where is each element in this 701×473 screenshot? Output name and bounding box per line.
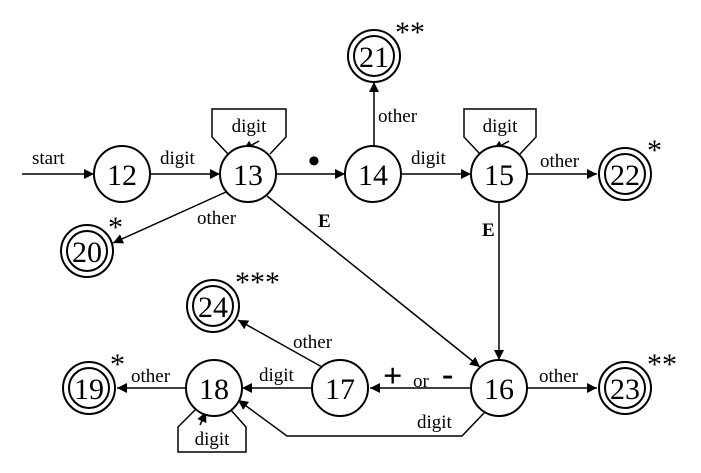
edge-17-24 bbox=[237, 319, 323, 368]
self-loop-18 bbox=[177, 408, 247, 453]
state-label: 19 bbox=[74, 373, 104, 406]
edge-labels: start digit digit • other E other digit … bbox=[32, 106, 580, 450]
retract-mark: *** bbox=[235, 266, 280, 299]
retract-mark: * bbox=[108, 211, 123, 244]
edge-label-12-13: digit bbox=[160, 148, 196, 169]
retract-mark: * bbox=[110, 348, 125, 381]
state-16: 16 bbox=[470, 359, 528, 417]
edge-label-14-15: digit bbox=[411, 148, 447, 169]
start-label: start bbox=[32, 148, 65, 169]
retract-mark: * bbox=[647, 134, 662, 167]
state-18: 18 bbox=[185, 359, 243, 417]
edge-label-16-17-minus: - bbox=[442, 356, 453, 393]
state-19: 19 * bbox=[62, 348, 125, 415]
edge-label-17-18: digit bbox=[259, 365, 295, 386]
retract-mark: ** bbox=[647, 348, 677, 381]
state-20: 20 * bbox=[60, 211, 123, 278]
edges bbox=[22, 82, 597, 453]
edge-13-16 bbox=[266, 195, 481, 368]
state-label: 22 bbox=[610, 159, 640, 192]
edge-label-16-17-or: or bbox=[413, 371, 430, 392]
loop-label-13: digit bbox=[232, 116, 268, 137]
edge-label-15-22: other bbox=[540, 151, 580, 172]
self-loop-15 bbox=[463, 108, 537, 155]
state-17: 17 bbox=[311, 359, 369, 417]
state-label: 15 bbox=[484, 159, 514, 192]
state-label: 21 bbox=[359, 41, 389, 74]
loop-label-18: digit bbox=[195, 429, 231, 450]
edge-label-16-18: digit bbox=[417, 412, 453, 433]
edge-label-14-21: other bbox=[378, 106, 418, 127]
self-loop-13 bbox=[211, 108, 287, 155]
state-22: 22 * bbox=[598, 134, 662, 201]
edge-label-15-16: E bbox=[482, 220, 495, 241]
states: 12 13 14 15 16 17 18 19 * bbox=[60, 16, 677, 417]
state-label: 24 bbox=[198, 291, 228, 324]
retract-mark: ** bbox=[395, 16, 425, 49]
edge-16-18 bbox=[237, 399, 485, 437]
state-label: 13 bbox=[233, 159, 263, 192]
state-12: 12 bbox=[93, 145, 151, 203]
state-23: 23 ** bbox=[598, 348, 677, 415]
state-label: 14 bbox=[358, 159, 388, 192]
state-label: 12 bbox=[107, 159, 137, 192]
edge-label-17-24: other bbox=[293, 332, 333, 353]
state-label: 17 bbox=[325, 373, 355, 406]
edge-13-20 bbox=[112, 191, 227, 244]
state-label: 23 bbox=[610, 373, 640, 406]
state-label: 18 bbox=[199, 373, 229, 406]
state-13: 13 bbox=[219, 145, 277, 203]
state-label: 20 bbox=[72, 236, 102, 269]
edge-label-13-14: • bbox=[308, 143, 320, 180]
edge-label-13-16: E bbox=[318, 211, 331, 232]
loop-label-15: digit bbox=[483, 116, 519, 137]
state-14: 14 bbox=[344, 145, 402, 203]
state-15: 15 bbox=[470, 145, 528, 203]
edge-label-16-17-plus: + bbox=[383, 358, 402, 395]
edge-label-18-19: other bbox=[131, 366, 171, 387]
edge-label-16-23: other bbox=[539, 366, 579, 387]
edge-label-13-20: other bbox=[197, 208, 237, 229]
state-label: 16 bbox=[484, 373, 514, 406]
state-21: 21 ** bbox=[347, 16, 425, 83]
state-24: 24 *** bbox=[186, 266, 280, 333]
